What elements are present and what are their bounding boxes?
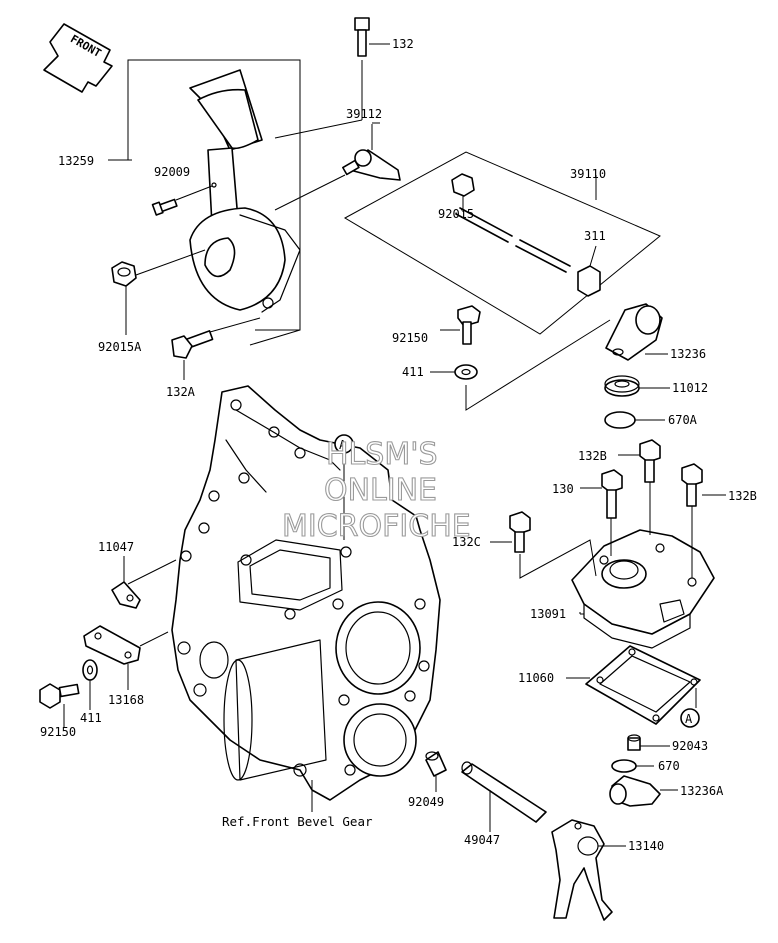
front-arrow-icon: FRONT bbox=[43, 23, 113, 93]
callout-11012: 11012 bbox=[672, 381, 708, 395]
ref-marker-a-top-label: A bbox=[339, 438, 347, 452]
ref-marker-a-bottom: A bbox=[680, 708, 700, 728]
callout-39112: 39112 bbox=[346, 107, 382, 121]
callout-92150-top: 92150 bbox=[392, 331, 428, 345]
callout-92015: 92015 bbox=[438, 207, 474, 221]
bolt-132A bbox=[171, 317, 261, 380]
callout-132C: 132C bbox=[452, 535, 481, 549]
callout-13236A: 13236A bbox=[680, 784, 724, 798]
ref-marker-a-bottom-label: A bbox=[685, 712, 693, 726]
watermark-line2: ONLINE bbox=[324, 473, 437, 508]
callout-132B-right: 132B bbox=[728, 489, 757, 503]
callout-411-top: 411 bbox=[402, 365, 424, 379]
shift-lever-assembly bbox=[127, 59, 301, 346]
callout-13259: 13259 bbox=[58, 154, 94, 168]
bolt-92009 bbox=[151, 185, 213, 216]
nut-92015A bbox=[111, 249, 206, 335]
callout-11047: 11047 bbox=[98, 540, 134, 554]
gasket-11060 bbox=[566, 645, 701, 725]
callout-92043: 92043 bbox=[672, 739, 708, 753]
callout-11060: 11060 bbox=[518, 671, 554, 685]
bracket-11047 bbox=[111, 556, 177, 609]
washer-411-top bbox=[430, 364, 478, 380]
callout-92015A: 92015A bbox=[98, 340, 142, 354]
seal-11012 bbox=[604, 375, 670, 397]
lever-13236 bbox=[465, 303, 668, 411]
oring-670 bbox=[611, 759, 654, 773]
callout-13091: 13091 bbox=[530, 607, 566, 621]
callout-49047: 49047 bbox=[464, 833, 500, 847]
lever-13236A bbox=[609, 775, 678, 807]
callout-132B-left: 132B bbox=[578, 449, 607, 463]
bolt-92150-top bbox=[440, 305, 481, 345]
ref-marker-a-top: A bbox=[334, 434, 354, 540]
shaft-49047 bbox=[461, 761, 547, 832]
transmission-case bbox=[171, 385, 441, 801]
bushing-92049 bbox=[425, 751, 447, 792]
rod-end-39112 bbox=[274, 124, 401, 211]
callout-13168: 13168 bbox=[108, 693, 144, 707]
callout-670: 670 bbox=[658, 759, 680, 773]
bolt-130 bbox=[580, 469, 623, 556]
rod-assembly-39110 bbox=[343, 151, 661, 335]
callout-92150-bottom: 92150 bbox=[40, 725, 76, 739]
callout-13140: 13140 bbox=[628, 839, 664, 853]
washer-411-bottom bbox=[82, 659, 98, 710]
callout-39110: 39110 bbox=[570, 167, 606, 181]
callout-132A: 132A bbox=[166, 385, 196, 399]
cover-13091 bbox=[571, 529, 715, 649]
bolt-132C bbox=[490, 511, 597, 579]
callout-ref-front-bevel: Ref.Front Bevel Gear bbox=[222, 814, 373, 829]
callout-92009: 92009 bbox=[154, 165, 190, 179]
bolt-132B-left bbox=[618, 439, 661, 535]
callout-311: 311 bbox=[584, 229, 606, 243]
plate-13168 bbox=[83, 625, 169, 690]
oring-670A bbox=[604, 411, 665, 429]
bolt-132B-right bbox=[681, 463, 726, 578]
callout-13236: 13236 bbox=[670, 347, 706, 361]
callout-92049: 92049 bbox=[408, 795, 444, 809]
watermark: HLSM'S ONLINE MICROFICHE bbox=[281, 436, 471, 544]
callout-670A: 670A bbox=[668, 413, 698, 427]
watermark-line1: HLSM'S bbox=[326, 437, 438, 472]
pin-92043 bbox=[627, 734, 670, 751]
bolt-92150-bottom bbox=[39, 683, 80, 728]
callout-411-bottom: 411 bbox=[80, 711, 102, 725]
watermark-line3: MICROFICHE bbox=[282, 509, 471, 544]
shift-fork-13140 bbox=[551, 819, 626, 921]
callout-132: 132 bbox=[392, 37, 414, 51]
bolt-132 bbox=[274, 17, 390, 139]
callout-130: 130 bbox=[552, 482, 574, 496]
